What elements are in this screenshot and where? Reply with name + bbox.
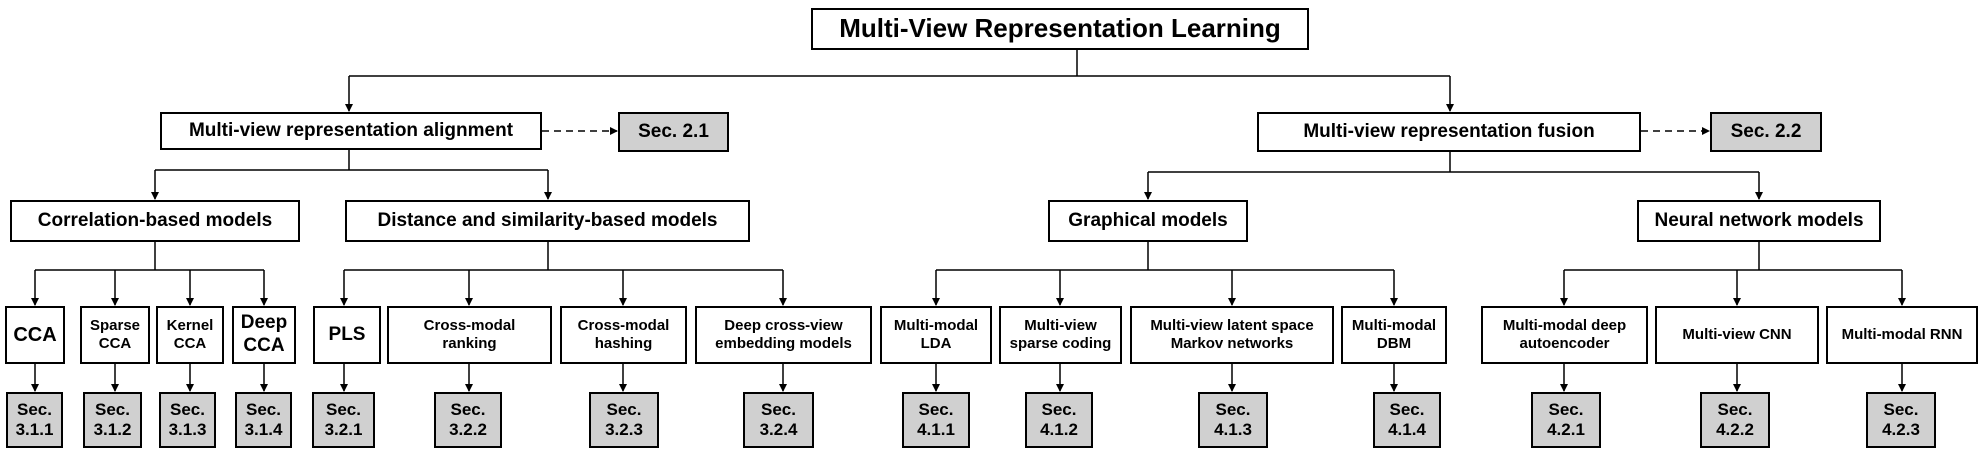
section-box-3-1-4: Sec. 3.1.4	[235, 392, 292, 448]
method-node-kernel-cca: Kernel CCA	[156, 306, 224, 364]
correlation-models-node: Correlation-based models	[10, 200, 300, 242]
method-node-cross-modal-hashing: Cross-modal hashing	[560, 306, 687, 364]
section-box-3-1-1: Sec. 3.1.1	[6, 392, 63, 448]
distance-similarity-models-node: Distance and similarity-based models	[345, 200, 750, 242]
method-node-multi-modal-dbm: Multi-modal DBM	[1341, 306, 1447, 364]
method-node-multi-modal-lda: Multi-modal LDA	[880, 306, 992, 364]
fusion-section-box: Sec. 2.2	[1710, 112, 1822, 152]
root-node: Multi-View Representation Learning	[811, 8, 1309, 50]
method-node-multi-view-cnn: Multi-view CNN	[1655, 306, 1819, 364]
section-box-4-2-1: Sec. 4.2.1	[1531, 392, 1601, 448]
method-node-multi-view-sparse-coding: Multi-view sparse coding	[999, 306, 1122, 364]
alignment-section-box: Sec. 2.1	[618, 112, 729, 152]
section-box-3-1-2: Sec. 3.1.2	[83, 392, 142, 448]
section-box-4-1-1: Sec. 4.1.1	[902, 392, 970, 448]
method-node-deep-cross-view-embedding: Deep cross-view embedding models	[695, 306, 872, 364]
method-node-cca: CCA	[5, 306, 65, 364]
alignment-node: Multi-view representation alignment	[160, 112, 542, 150]
method-node-multi-modal-rnn: Multi-modal RNN	[1826, 306, 1978, 364]
fusion-node: Multi-view representation fusion	[1257, 112, 1641, 152]
section-box-4-2-3: Sec. 4.2.3	[1866, 392, 1936, 448]
method-node-pls: PLS	[313, 306, 381, 364]
method-node-cross-modal-ranking: Cross-modal ranking	[387, 306, 552, 364]
section-box-4-2-2: Sec. 4.2.2	[1700, 392, 1770, 448]
section-box-4-1-4: Sec. 4.1.4	[1373, 392, 1441, 448]
method-node-multi-view-latent-space-markov: Multi-view latent space Markov networks	[1130, 306, 1334, 364]
section-box-3-2-4: Sec. 3.2.4	[743, 392, 814, 448]
method-node-deep-cca: Deep CCA	[232, 306, 296, 364]
section-box-3-2-1: Sec. 3.2.1	[312, 392, 375, 448]
section-box-3-2-3: Sec. 3.2.3	[589, 392, 659, 448]
section-box-4-1-3: Sec. 4.1.3	[1198, 392, 1268, 448]
section-box-4-1-2: Sec. 4.1.2	[1025, 392, 1093, 448]
graphical-models-node: Graphical models	[1048, 200, 1248, 242]
method-node-multi-modal-deep-autoencoder: Multi-modal deep autoencoder	[1481, 306, 1648, 364]
section-box-3-1-3: Sec. 3.1.3	[159, 392, 216, 448]
method-node-sparse-cca: Sparse CCA	[80, 306, 150, 364]
neural-network-models-node: Neural network models	[1637, 200, 1881, 242]
section-box-3-2-2: Sec. 3.2.2	[434, 392, 502, 448]
